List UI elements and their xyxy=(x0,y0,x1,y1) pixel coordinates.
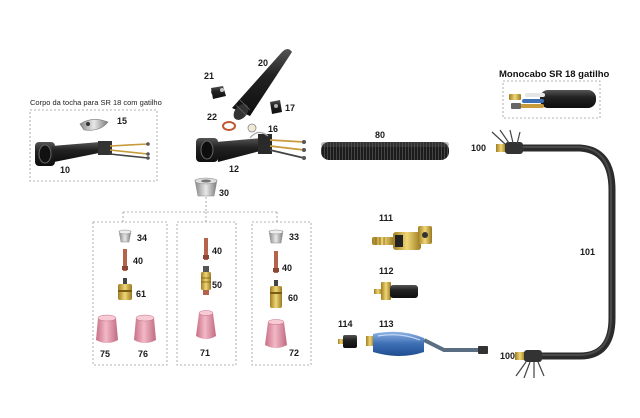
gas-lens-60 xyxy=(270,280,282,308)
label-33: 33 xyxy=(289,232,299,242)
o-ring-22 xyxy=(222,121,236,131)
label-30: 30 xyxy=(219,188,229,198)
monocable-title: Monocabo SR 18 gatilho xyxy=(499,69,610,80)
collet-40-b xyxy=(203,238,209,260)
control-handle-113 xyxy=(366,331,488,356)
label-50: 50 xyxy=(212,280,222,290)
label-34: 34 xyxy=(137,233,147,243)
adapter-112 xyxy=(374,282,418,300)
cable-end-top xyxy=(491,129,523,154)
cable-end-bottom xyxy=(515,350,545,379)
label-15: 15 xyxy=(117,116,127,126)
gas-lens-61 xyxy=(118,278,132,300)
label-12: 12 xyxy=(229,164,239,174)
label-22: 22 xyxy=(207,112,217,122)
torch-body-box xyxy=(29,109,158,182)
torch-head-12 xyxy=(196,131,306,162)
tree-connectors xyxy=(122,197,278,222)
label-100b: 100 xyxy=(500,351,515,361)
label-20: 20 xyxy=(258,58,268,68)
nozzle-76 xyxy=(134,314,156,343)
label-80: 80 xyxy=(375,130,385,140)
kit-box-left xyxy=(92,221,168,366)
trigger-part xyxy=(79,119,109,131)
gas-lens-17 xyxy=(270,100,282,114)
torch-body-caption: Corpo da tocha para SR 18 com gatilho xyxy=(30,98,162,107)
label-75: 75 xyxy=(100,349,110,359)
cable-101 xyxy=(519,144,616,360)
nozzle-71 xyxy=(196,310,216,339)
collet-body-33 xyxy=(268,229,284,244)
collet-40-c xyxy=(273,251,279,273)
label-40c: 40 xyxy=(282,263,292,273)
plug-114 xyxy=(338,335,357,348)
label-17: 17 xyxy=(285,103,295,113)
label-113: 113 xyxy=(379,319,394,329)
label-16: 16 xyxy=(268,124,278,134)
monocable-section xyxy=(509,90,596,109)
back-cap-short xyxy=(211,86,226,99)
monocable-box xyxy=(502,80,601,119)
label-112: 112 xyxy=(379,266,394,276)
label-61: 61 xyxy=(136,289,146,299)
hose-80 xyxy=(321,142,449,160)
kit-box-right xyxy=(251,221,312,366)
label-114: 114 xyxy=(338,319,353,329)
label-10: 10 xyxy=(60,165,70,175)
label-40a: 40 xyxy=(133,256,143,266)
collet-body-34 xyxy=(118,229,132,243)
back-cap-long xyxy=(232,49,292,120)
kit-box-middle xyxy=(176,221,237,366)
label-101: 101 xyxy=(580,247,595,257)
torch-body-inset-part xyxy=(35,141,150,166)
label-76: 76 xyxy=(138,349,148,359)
collet-body-50 xyxy=(201,266,211,295)
adapter-111 xyxy=(372,226,432,250)
collet-40-a xyxy=(122,249,128,271)
label-111: 111 xyxy=(379,213,393,223)
heat-shield-30 xyxy=(194,177,218,197)
label-72: 72 xyxy=(289,348,299,358)
label-100a: 100 xyxy=(471,143,486,153)
label-21: 21 xyxy=(204,71,214,81)
insulator-16 xyxy=(247,123,257,133)
nozzle-75 xyxy=(96,314,118,343)
label-60: 60 xyxy=(288,293,298,303)
label-71: 71 xyxy=(200,348,210,358)
label-40b: 40 xyxy=(212,246,222,256)
nozzle-72 xyxy=(265,319,287,348)
